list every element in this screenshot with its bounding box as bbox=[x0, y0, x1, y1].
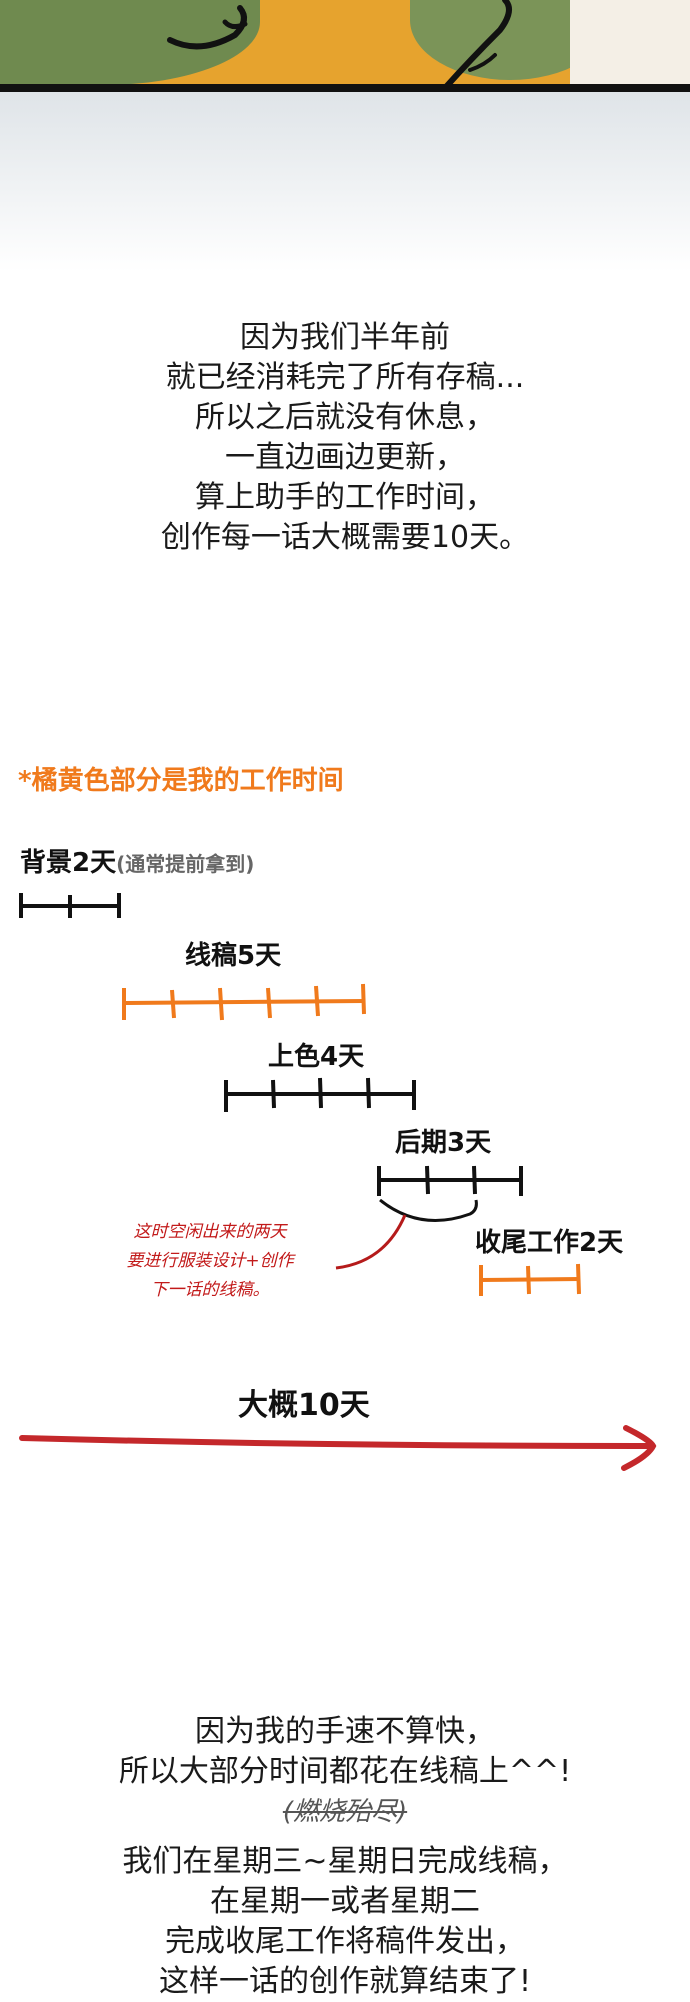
intro-paragraph: 因为我们半年前 就已经消耗完了所有存稿... 所以之后就没有休息， 一直边画边更… bbox=[0, 318, 690, 558]
final-line: 完成收尾工作将稿件发出， bbox=[165, 1924, 525, 1959]
stage-coloring-label: 上色4天 bbox=[268, 1042, 365, 1072]
outro-line: 所以大部分时间都花在线稿上^^! bbox=[118, 1754, 572, 1789]
stage-lineart-label: 线稿5天 bbox=[185, 941, 282, 971]
outro-paragraph: 因为我的手速不算快， 所以大部分时间都花在线稿上^^! (燃烧殆尽) bbox=[0, 1712, 690, 1832]
handnote-line: 这时空闲出来的两天 bbox=[133, 1222, 287, 1242]
note-pointer bbox=[335, 1214, 407, 1270]
intro-line: 创作每一话大概需要10天。 bbox=[160, 520, 530, 555]
bracket-mark bbox=[379, 1198, 478, 1222]
handnote-line: 要进行服装设计+创作 bbox=[126, 1251, 294, 1271]
orange-note: *橘黄色部分是我的工作时间 bbox=[18, 766, 344, 796]
outro-line: 因为我的手速不算快， bbox=[195, 1714, 495, 1749]
final-paragraph: 我们在星期三~星期日完成线稿， 在星期一或者星期二 完成收尾工作将稿件发出， 这… bbox=[0, 1842, 690, 2002]
stage-background-label: 背景2天(通常提前拿到) bbox=[20, 842, 254, 879]
stage-sublabel: (通常提前拿到) bbox=[116, 852, 255, 876]
handwritten-note: 这时空闲出来的两天 要进行服装设计+创作 下一话的线稿。 bbox=[80, 1218, 340, 1305]
intro-line: 就已经消耗完了所有存稿... bbox=[165, 360, 525, 395]
line-art bbox=[167, 0, 512, 91]
panel-fade bbox=[0, 92, 690, 292]
handnote-line: 下一话的线稿。 bbox=[150, 1280, 270, 1300]
timeline-bar-background bbox=[19, 893, 121, 918]
total-arrow bbox=[19, 1425, 657, 1471]
intro-line: 所以之后就没有休息， bbox=[195, 400, 495, 435]
timeline-bar-lineart bbox=[122, 983, 366, 1021]
intro-line: 一直边画边更新， bbox=[225, 440, 465, 475]
intro-line: 因为我们半年前 bbox=[240, 320, 450, 355]
timeline-bar-finishing bbox=[479, 1263, 581, 1296]
panel-border bbox=[0, 84, 690, 92]
final-line: 在星期一或者星期二 bbox=[210, 1884, 480, 1919]
stage-label: 背景2天 bbox=[20, 848, 117, 878]
intro-line: 算上助手的工作时间， bbox=[195, 480, 495, 515]
timeline-chart bbox=[19, 893, 657, 1471]
timeline-bar-coloring bbox=[224, 1077, 416, 1112]
final-line: 这样一话的创作就算结束了! bbox=[158, 1964, 532, 1999]
cream-shape bbox=[570, 0, 690, 92]
strike-text: (燃烧殆尽) bbox=[282, 1797, 408, 1827]
total-label: 大概10天 bbox=[238, 1388, 370, 1423]
stage-finishing-label: 收尾工作2天 bbox=[475, 1228, 624, 1258]
comic-panel-art bbox=[0, 0, 690, 92]
timeline-bar-post bbox=[377, 1165, 523, 1196]
stage-post-label: 后期3天 bbox=[395, 1128, 492, 1158]
final-line: 我们在星期三~星期日完成线稿， bbox=[122, 1844, 568, 1879]
